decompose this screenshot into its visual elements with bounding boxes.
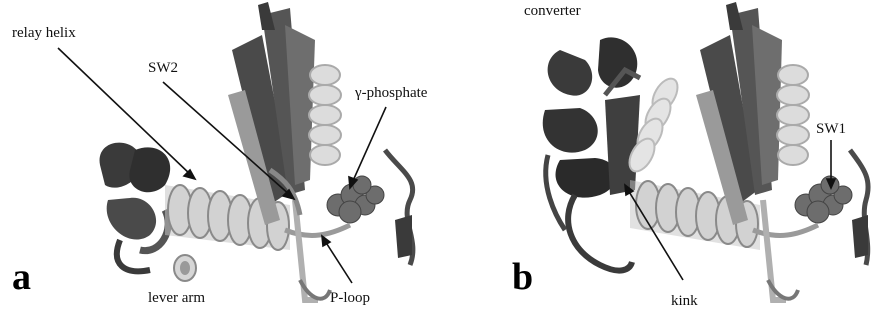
panel-b-nucleotide-spheres xyxy=(795,176,852,223)
converter-label: converter xyxy=(524,4,581,19)
panel-b-converter-domain xyxy=(543,37,640,270)
panel-b-letter: b xyxy=(512,258,533,296)
panel-b-upper-helix xyxy=(777,65,809,165)
panel-b-right-loops xyxy=(850,150,868,265)
sw1-label: SW1 xyxy=(816,122,846,137)
kink-label: kink xyxy=(671,294,698,309)
